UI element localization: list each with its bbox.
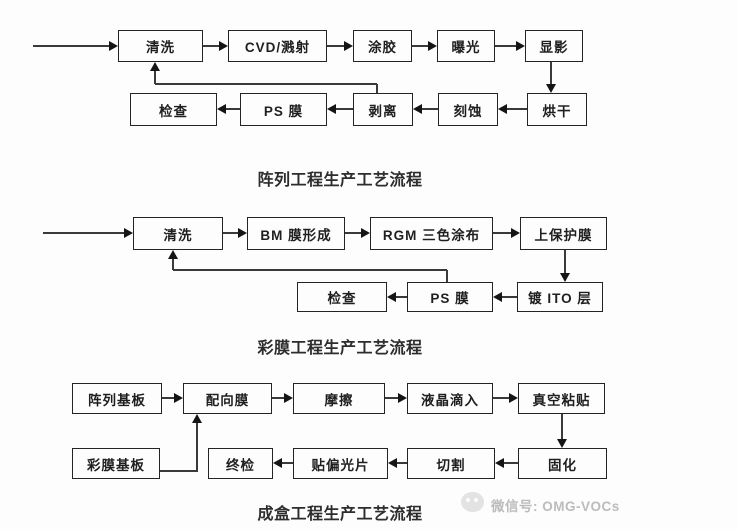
connector-line [412, 45, 429, 47]
connector-line [196, 422, 198, 471]
cell-box-lc-dropping: 液晶滴入 [407, 383, 493, 414]
color-filter-chart-title: 彩膜工程生产工艺流程 [257, 340, 423, 357]
connector-line [550, 62, 552, 85]
arrow-down-icon [557, 439, 567, 448]
connector-line [226, 108, 240, 110]
cf-box-rgb-coating: RGM 三色涂布 [370, 217, 493, 250]
cell-box-vacuum-bonding: 真空粘贴 [518, 383, 605, 414]
cell-box-curing: 固化 [518, 448, 607, 479]
arrow-right-icon [511, 228, 520, 238]
connector-line [564, 250, 566, 274]
cf-box-inspection: 检查 [297, 282, 387, 312]
connector-line [43, 232, 124, 234]
cf-box-bm-film: BM 膜形成 [247, 217, 345, 250]
arrow-left-icon [273, 458, 282, 468]
array-box-developing: 显影 [525, 30, 583, 62]
connector-line [272, 397, 285, 399]
arrow-left-icon [498, 104, 507, 114]
cell-box-rubbing: 摩擦 [293, 383, 385, 414]
array-box-coating: 涂胶 [353, 30, 412, 62]
cell-box-cf-substrate: 彩膜基板 [72, 448, 160, 479]
connector-line [160, 470, 198, 472]
connector-line [173, 269, 447, 271]
connector-line [493, 397, 510, 399]
connector-line [504, 462, 518, 464]
array-box-cvd-sputtering: CVD/溅射 [228, 30, 327, 62]
cell-assembly-chart-title: 成盒工程生产工艺流程 [257, 506, 423, 523]
connector-line [376, 84, 378, 93]
connector-line [282, 462, 293, 464]
arrow-left-icon [327, 104, 336, 114]
arrow-right-icon [398, 393, 407, 403]
connector-line [493, 232, 511, 234]
array-chart-title: 阵列工程生产工艺流程 [257, 172, 423, 189]
connector-line [502, 296, 517, 298]
connector-line [223, 232, 238, 234]
arrow-right-icon [509, 393, 518, 403]
connector-line [397, 462, 407, 464]
arrow-up-icon [168, 250, 178, 259]
connector-line [162, 397, 175, 399]
connector-line [561, 414, 563, 440]
arrow-left-icon [493, 292, 502, 302]
cf-box-ps-film: PS 膜 [407, 282, 493, 312]
arrow-right-icon [344, 41, 353, 51]
array-box-ps-film: PS 膜 [240, 93, 327, 126]
connector-line [495, 45, 517, 47]
connector-line [446, 270, 448, 282]
arrow-up-icon [150, 62, 160, 71]
arrow-left-icon [387, 292, 396, 302]
arrow-left-icon [388, 458, 397, 468]
connector-line [172, 258, 174, 270]
connector-line [507, 108, 527, 110]
cf-box-ito-plating: 镀 ITO 层 [517, 282, 603, 312]
arrow-down-icon [546, 84, 556, 93]
connector-line [33, 45, 110, 47]
connector-line [203, 45, 220, 47]
connector-line [385, 397, 399, 399]
arrow-right-icon [219, 41, 228, 51]
cell-box-cutting: 切割 [407, 448, 495, 479]
cell-box-alignment-film: 配向膜 [183, 383, 272, 414]
cf-box-protective-film: 上保护膜 [520, 217, 607, 250]
arrow-right-icon [109, 41, 118, 51]
connector-line [154, 70, 156, 84]
array-box-exposure: 曝光 [437, 30, 495, 62]
connector-line [327, 45, 345, 47]
arrow-up-icon [192, 414, 202, 423]
arrow-right-icon [361, 228, 370, 238]
array-box-stripping: 剥离 [353, 93, 413, 126]
arrow-right-icon [174, 393, 183, 403]
array-box-etching: 刻蚀 [438, 93, 498, 126]
wechat-icon [461, 492, 484, 512]
cell-box-polarizer-attach: 贴偏光片 [293, 448, 388, 479]
arrow-right-icon [428, 41, 437, 51]
array-box-baking: 烘干 [527, 93, 587, 126]
arrow-left-icon [495, 458, 504, 468]
wechat-id-label: 微信号: OMG-VOCs [491, 499, 620, 514]
arrow-right-icon [516, 41, 525, 51]
arrow-down-icon [560, 273, 570, 282]
connector-line [336, 108, 353, 110]
connector-line [396, 296, 407, 298]
array-box-cleaning: 清洗 [118, 30, 203, 62]
cell-box-array-substrate: 阵列基板 [72, 383, 162, 414]
connector-line [422, 108, 438, 110]
arrow-left-icon [217, 104, 226, 114]
connector-line [155, 83, 377, 85]
arrow-right-icon [284, 393, 293, 403]
arrow-left-icon [413, 104, 422, 114]
connector-line [345, 232, 361, 234]
arrow-right-icon [124, 228, 133, 238]
cf-box-cleaning: 清洗 [133, 217, 223, 250]
array-box-inspection: 检查 [130, 93, 217, 126]
cell-box-final-inspection: 终检 [208, 448, 273, 479]
arrow-right-icon [238, 228, 247, 238]
